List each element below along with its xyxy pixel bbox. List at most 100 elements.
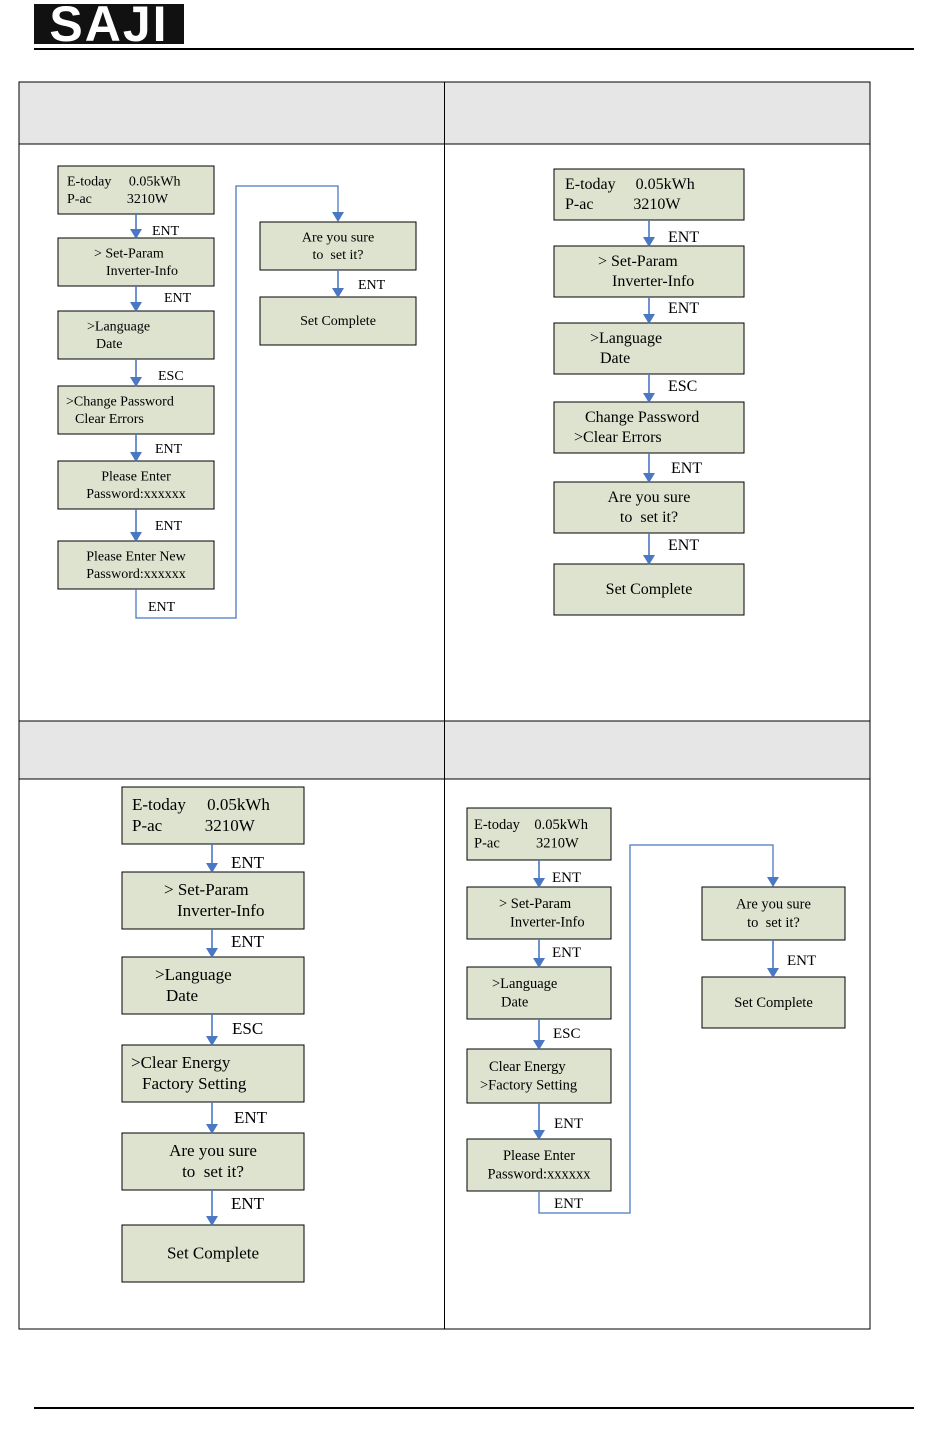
menu-box-line: Are you sure [169,1141,257,1160]
key-label: ENT [231,932,265,951]
footer-rule [34,1407,914,1409]
key-label: ENT [148,600,176,615]
menu-box-frame [553,401,745,454]
menu-box-line: P-ac 3210W [132,816,256,835]
menu-box-frame [121,786,305,845]
connector-arrow [538,844,779,1214]
menu-box-line: >Factory Setting [480,1077,577,1093]
menu-box-frame [57,460,215,510]
transition-esc: ESC [643,374,697,403]
menu-box-line: Date [96,337,122,352]
key-label: ENT [234,1108,268,1127]
menu-box-line: Inverter-Info [106,264,178,279]
transition-ent: ENT [130,214,180,239]
menu-box-frame [466,886,612,940]
key-label: ENT [787,953,816,969]
menu-box-line: > Set-Param [598,253,678,270]
header-rule [34,48,914,50]
transition-ent: ENT [533,860,581,888]
menu-box-frame [701,886,846,941]
transition-ent: ENT [643,297,699,324]
key-label: ENT [668,300,699,317]
key-label: ENT [164,291,192,306]
menu-box-line: Change Password [585,409,699,426]
menu-box-frame [466,1138,612,1192]
menu-box-frame [121,956,305,1015]
menu-box-line: >Language [492,976,557,992]
key-label: ENT [552,870,581,886]
key-label: ESC [232,1019,263,1038]
key-label: ENT [155,442,183,457]
menu-box-line: Inverter-Info [612,273,694,290]
menu-box-complete: Set Complete [553,563,745,616]
transition-ent: ENT [130,286,192,312]
menu-box-frame [121,871,305,930]
menu-box-frame [259,296,417,346]
menu-box-frame [466,1048,612,1104]
transition-ent: ENT [533,939,581,968]
menu-box-line: P-ac 3210W [67,192,169,207]
menu-box-line: Date [166,986,198,1005]
transition-ent: ENT [643,220,699,247]
menu-box-line: Inverter-Info [177,901,264,920]
menu-box-line: Please Enter [503,1148,575,1164]
menu-box-line: Factory Setting [142,1074,247,1093]
menu-box-line: Password:xxxxxx [86,567,186,582]
menu-box-line: E-today 0.05kWh [67,174,181,189]
transition-ent: ENT [206,1190,265,1226]
menu-box-frame [57,310,215,360]
key-label: ESC [158,369,184,384]
menu-box-line: Date [501,994,528,1010]
menu-box-line: to set it? [747,915,800,931]
menu-box-complete: Set Complete [259,296,417,346]
menu-box-line: Set Complete [167,1244,259,1263]
menu-box-line: Password:xxxxxx [487,1166,591,1182]
menu-box-line: E-today 0.05kWh [565,176,695,193]
menu-box-line: > Set-Param [94,246,164,261]
transition-esc: ESC [206,1014,263,1046]
key-label: ESC [553,1026,581,1042]
menu-box-clear-errors: Change Password>Clear Errors [553,401,745,454]
key-label: ENT [552,945,581,961]
menu-box-line: Password:xxxxxx [86,487,186,502]
transition-ent: ENT [135,185,344,619]
transition-ent: ENT [643,533,699,565]
menu-box-line: >Language [155,965,232,984]
menu-box-line: Are you sure [302,230,374,245]
menu-box-frame [553,168,745,221]
menu-box-factory-setting: Clear Energy >Factory Setting [466,1048,612,1104]
menu-box-line: > Set-Param [499,896,572,912]
menu-box-line: Clear Energy [489,1059,566,1075]
menu-box-line: Are you sure [608,489,691,506]
menu-box-line: Inverter-Info [510,914,585,930]
key-label: ENT [554,1196,583,1212]
menu-box-complete: Set Complete [701,976,846,1029]
transition-ent: ENT [206,844,265,873]
menu-box-line: E-today 0.05kWh [132,795,270,814]
key-label: ENT [668,229,699,246]
menu-box-line: >Clear Energy [131,1053,231,1072]
menu-box-line: Set Complete [300,314,376,329]
connector-arrow [135,185,344,619]
key-label: ENT [231,1194,265,1213]
